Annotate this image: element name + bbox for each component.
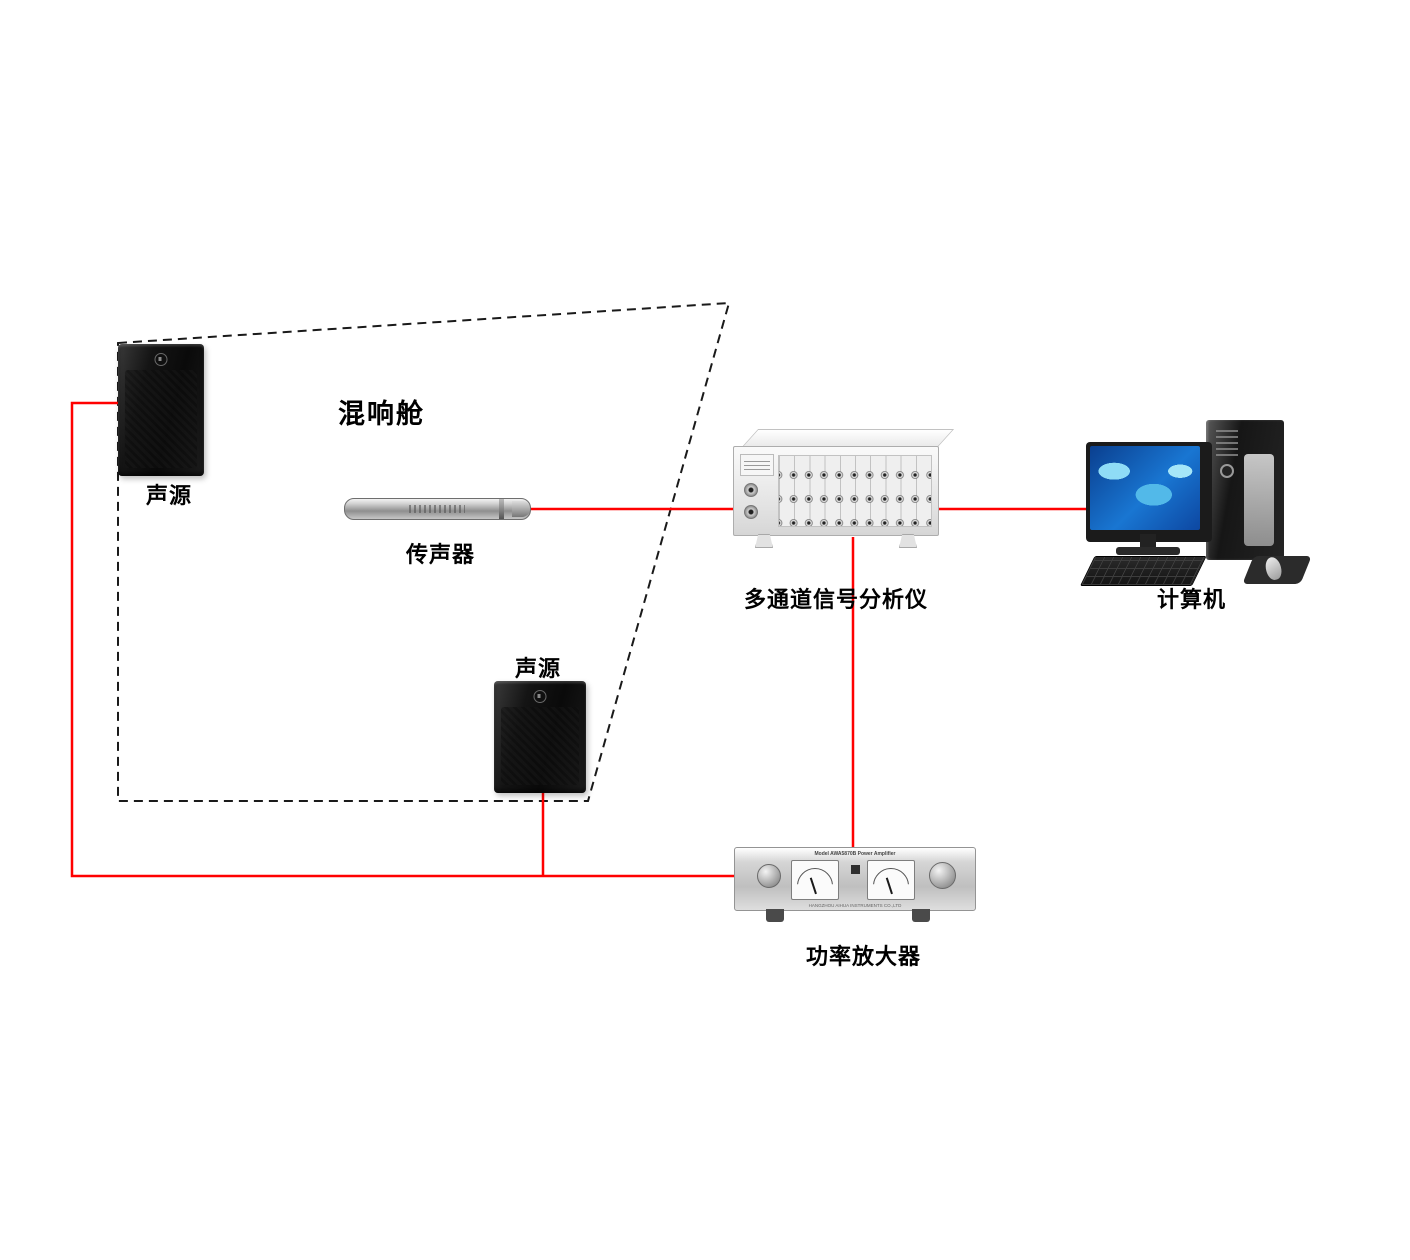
speaker1-label: 声源 (146, 483, 193, 508)
amplifier-label: 功率放大器 (806, 944, 922, 969)
amplifier-front-panel: Model AWA5870B Power Amplifier HANGZHOU … (734, 847, 976, 911)
microphone-connector (512, 501, 530, 517)
monitor-screen-worldmap (1090, 446, 1200, 530)
computer-tower (1206, 420, 1284, 560)
speaker1-logo-icon (154, 353, 168, 366)
microphone-label: 传声器 (406, 542, 476, 567)
tower-side-panel (1244, 454, 1274, 546)
speaker1-grille (124, 370, 198, 468)
tower-power-button (1220, 464, 1234, 478)
amplifier-vu-meter-left (791, 860, 839, 900)
analyzer-input-connector (744, 483, 758, 497)
analyzer-channel-grid (778, 455, 932, 527)
reverberation-chamber-outline (117, 301, 731, 802)
monitor-stand-neck (1140, 534, 1156, 548)
computer-icon (1078, 418, 1328, 598)
microphone-band (499, 499, 504, 519)
amplifier-brand-text: HANGZHOU AIHUA INSTRUMENTS CO.,LTD (808, 903, 902, 908)
analyzer-left-foot (755, 534, 773, 548)
computer-label: 计算机 (1157, 587, 1227, 612)
tower-vents (1216, 430, 1238, 456)
microphone-print (409, 505, 465, 513)
microphone-icon (344, 498, 531, 520)
amplifier-left-knob (757, 864, 781, 888)
amplifier-model-text: Model AWA5870B Power Amplifier (814, 851, 896, 857)
analyzer-nameplate (740, 454, 774, 476)
speaker2-logo-icon (533, 690, 547, 703)
analyzer-right-foot (899, 534, 917, 548)
amplifier-center-button (851, 865, 860, 874)
signal-analyzer-icon (733, 429, 955, 551)
amplifier-left-foot (766, 909, 784, 922)
cable-amplifier-to-speaker1 (70, 401, 738, 878)
amplifier-right-foot (912, 909, 930, 922)
speaker2-icon (494, 681, 586, 793)
amplifier-right-knob (929, 862, 956, 889)
speaker2-grille (501, 707, 579, 785)
analyzer-label: 多通道信号分析仪 (744, 587, 929, 612)
computer-monitor (1086, 442, 1212, 542)
amplifier-vu-meter-right (867, 860, 915, 900)
power-amplifier-icon: Model AWA5870B Power Amplifier HANGZHOU … (734, 847, 976, 927)
analyzer-output-connector (744, 505, 758, 519)
monitor-stand-base (1116, 547, 1180, 555)
chamber-label: 混响舱 (338, 399, 425, 429)
speaker2-label: 声源 (515, 656, 562, 681)
analyzer-front-panel (733, 446, 939, 536)
speaker1-icon (118, 344, 204, 476)
